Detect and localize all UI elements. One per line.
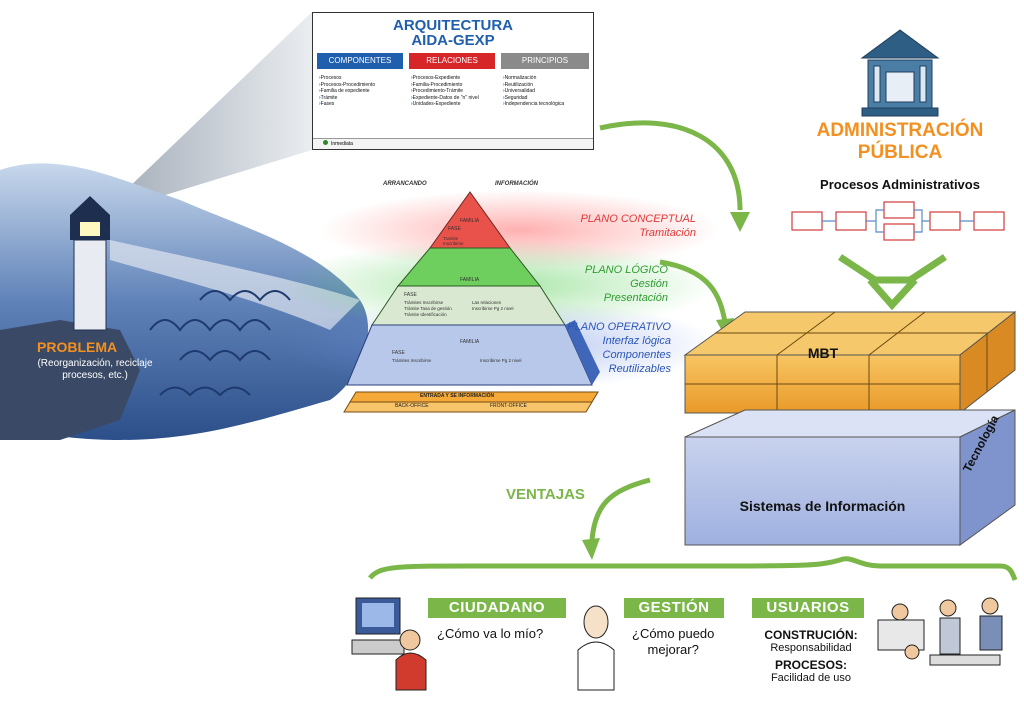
down-arrow xyxy=(838,254,947,311)
list-item: Familia-Procedimiento xyxy=(411,82,497,89)
relations-header: RELACIONES xyxy=(409,53,495,69)
construction-title: CONSTRUCIÓN: xyxy=(764,628,858,642)
plane-conceptual: PLANO CONCEPTUAL Tramitación xyxy=(548,212,696,240)
plane-logico-sub-2: Presentación xyxy=(603,292,668,304)
pyramid-text-5: Inscribirse Pg 2 nivel xyxy=(472,306,514,311)
footer-text: Inmediata xyxy=(331,141,353,147)
process-flow xyxy=(791,201,1005,241)
list-item: Familia de expediente xyxy=(319,88,405,95)
list-item: Seguridad xyxy=(503,95,589,102)
problem-description-line-1: (Reorganización, reciclaje xyxy=(37,358,153,369)
plane-operativo-sub-3: Reutilizables xyxy=(608,363,671,375)
pyramid-text-6: Trámites Inscribirse xyxy=(392,358,432,363)
administration-title-line-2: PÚBLICA xyxy=(857,142,943,163)
principles-list: Normalización Reutilización Universalida… xyxy=(503,75,589,108)
administration-subtitle: Procesos Administrativos xyxy=(820,177,980,192)
users-details: CONSTRUCIÓN: Responsabilidad PROCESOS: F… xyxy=(752,628,870,684)
management-question-line-1: ¿Cómo puedo xyxy=(632,626,715,641)
plane-logico-title: PLANO LÓGICO xyxy=(584,264,668,276)
pyramid-text-1: Trámites Inscribirse xyxy=(404,300,444,305)
flow-arrows xyxy=(368,120,1018,581)
pyramid-family-label-3: FAMILIA xyxy=(460,339,480,345)
management-question: ¿Cómo puedo mejorar? xyxy=(632,626,714,658)
plane-logico: PLANO LÓGICO Gestión Presentación xyxy=(548,263,668,305)
mbt-label: MBT xyxy=(807,345,839,361)
plane-logico-sub-1: Gestión xyxy=(630,278,668,290)
pyramid-left-label: ARRANCANDO xyxy=(383,181,427,187)
stormy-sea xyxy=(0,163,369,440)
manager-illustration xyxy=(577,605,615,691)
list-item: Universalidad xyxy=(503,88,589,95)
list-item: Normalización xyxy=(503,75,589,82)
problem-title: PROBLEMA xyxy=(37,339,118,355)
bullet-icon xyxy=(323,140,328,145)
pyramid-tramite-label: Tramite Inscribirse xyxy=(443,236,464,246)
administration-title: ADMINISTRACIÓN PÚBLICA xyxy=(800,120,1000,164)
pyramid-family-label: FAMILIA xyxy=(460,218,480,224)
list-item: Expediente-Datos de "n" nivel xyxy=(411,95,497,102)
pyramid-phase-label: FASE xyxy=(448,226,461,232)
relations-list: Procesos-Expediente Familia-Procedimient… xyxy=(411,75,497,108)
architecture-box: ARQUITECTURA AIDA-GEXP COMPONENTES RELAC… xyxy=(312,12,594,150)
list-item: Procesos-Expediente xyxy=(411,75,497,82)
light-beam xyxy=(100,12,312,215)
plane-conceptual-title: PLANO CONCEPTUAL xyxy=(580,213,696,225)
citizen-illustration xyxy=(351,597,427,691)
list-item: Trámite xyxy=(319,95,405,102)
architecture-title: ARQUITECTURA xyxy=(393,17,513,34)
principles-header: PRINCIPIOS xyxy=(501,53,589,69)
pyramid-phase-label-2: FASE xyxy=(404,292,417,298)
pyramid-phase-label-3: FASE xyxy=(392,350,405,356)
back-office-label: BACK-OFFICE xyxy=(395,403,429,409)
components-header: COMPONENTES xyxy=(317,53,403,69)
pyramid-text-2: Trámite Tasa de gestión xyxy=(404,306,452,311)
pyramid-text-7: Inscribirse Pg 2 nivel xyxy=(480,358,522,363)
management-tag: GESTIÓN xyxy=(624,598,724,618)
architecture-footer: Inmediata xyxy=(313,138,593,149)
list-item: Independencia tecnológica xyxy=(503,101,589,108)
list-item: Procesos-Procedimiento xyxy=(319,82,405,89)
list-item: Procedimiento-Trámite xyxy=(411,88,497,95)
problem-description-line-2: procesos, etc.) xyxy=(62,370,128,381)
construction-desc: Responsabilidad xyxy=(770,642,852,654)
users-illustration xyxy=(877,597,1003,666)
information-systems-label: Sistemas de Información xyxy=(739,498,906,514)
processes-title: PROCESOS: xyxy=(774,658,847,672)
pyramid-right-label: INFORMACIÓN xyxy=(495,181,538,187)
plane-conceptual-sub: Tramitación xyxy=(639,227,696,239)
citizen-question: ¿Cómo va lo mío? xyxy=(437,626,544,641)
list-item: Unidades-Expediente xyxy=(411,101,497,108)
list-item: Fases xyxy=(319,101,405,108)
plane-operativo-sub-1: Interfaz lógica xyxy=(602,335,671,347)
building-icon xyxy=(860,29,940,117)
pyramid-text-3: Trámite Identificación xyxy=(404,312,447,317)
processes-desc: Facilidad de uso xyxy=(770,672,852,684)
list-item: Reutilización xyxy=(503,82,589,89)
components-list: Procesos Procesos-Procedimiento Familia … xyxy=(319,75,405,108)
architecture-subtitle: AIDA-GEXP xyxy=(411,32,495,49)
pyramid xyxy=(343,191,600,413)
citizen-tag: CIUDADANO xyxy=(428,598,566,618)
block-diagram xyxy=(683,310,1017,546)
front-office-label: FRONT-OFFICE xyxy=(490,403,527,409)
list-item: Procesos xyxy=(319,75,405,82)
administration-title-line-1: ADMINISTRACIÓN xyxy=(816,120,984,141)
users-tag: USUARIOS xyxy=(752,598,864,618)
pyramid-family-label-2: FAMILIA xyxy=(460,277,480,283)
pyramid-text-4: Las relaciones xyxy=(472,300,502,305)
plane-operativo-title: PLANO OPERATIVO xyxy=(567,321,671,333)
plane-operativo-sub-2: Componentes xyxy=(602,349,672,361)
advantages-label: VENTAJAS xyxy=(506,486,585,503)
management-question-line-2: mejorar? xyxy=(647,642,699,657)
problem-description: (Reorganización, reciclaje procesos, etc… xyxy=(15,358,175,382)
pyramid-base-top-label: ENTRADA Y SE INFORMACIÓN xyxy=(420,393,495,399)
plane-operativo: PLANO OPERATIVO Interfaz lógica Componen… xyxy=(548,320,671,376)
